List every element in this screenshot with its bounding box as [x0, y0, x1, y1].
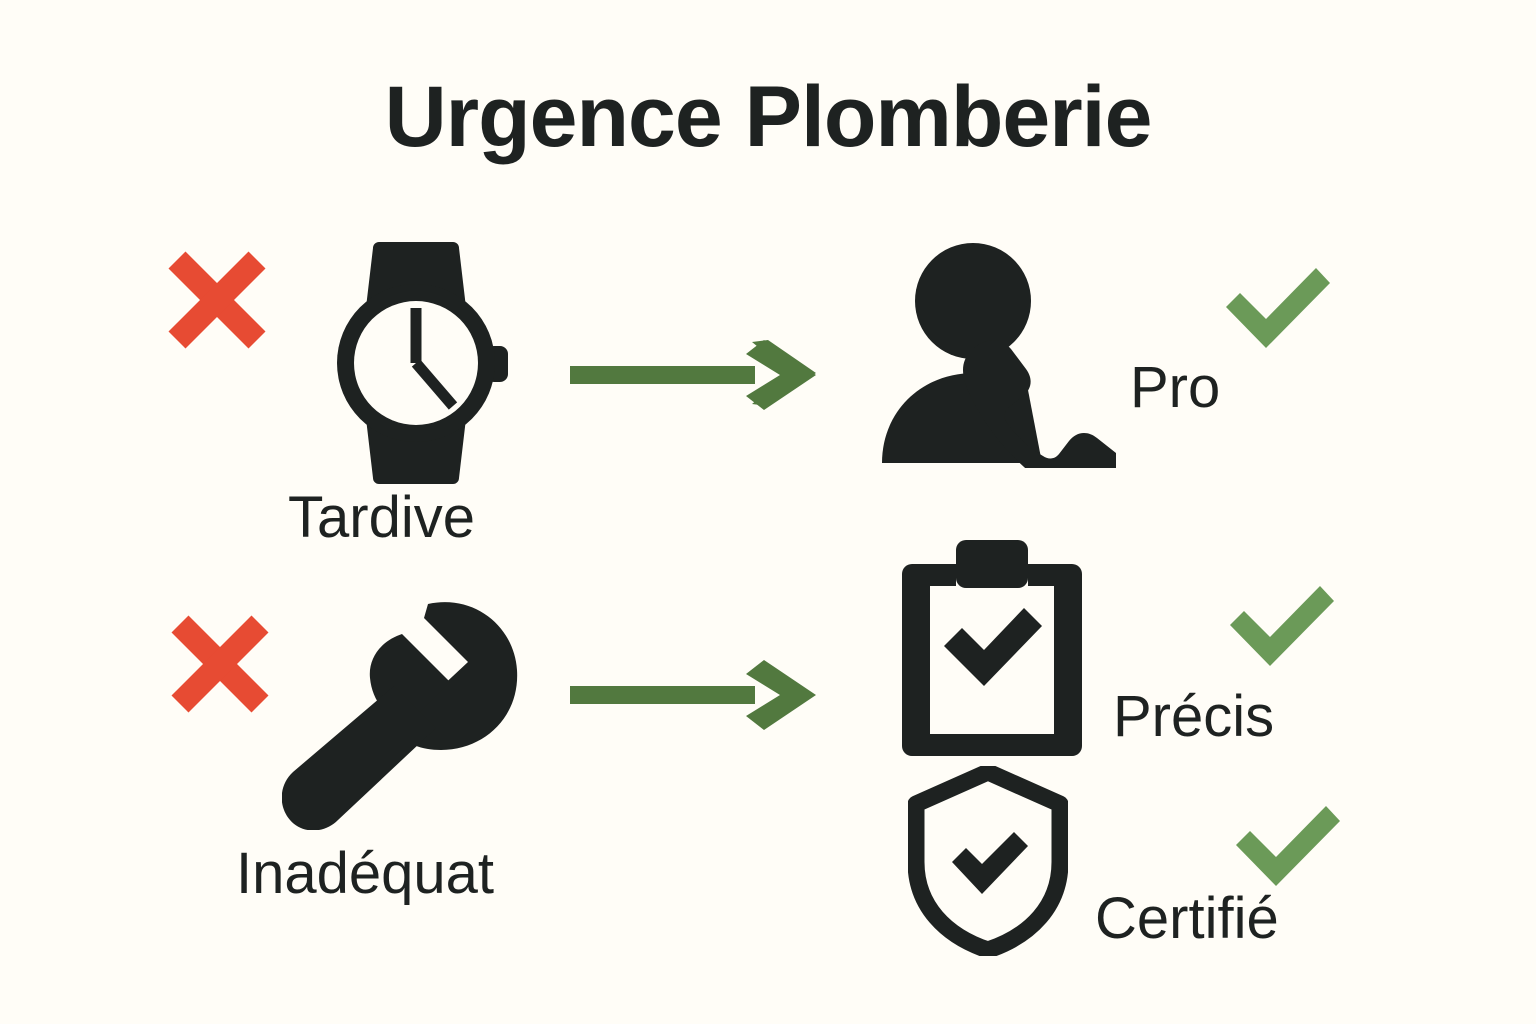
label-tardive: Tardive	[288, 485, 475, 550]
watch-icon	[318, 238, 514, 488]
label-certifie: Certifié	[1095, 886, 1279, 951]
label-inadequat: Inadéquat	[236, 841, 495, 906]
red-x-icon	[165, 248, 269, 352]
arrow-right-icon	[570, 340, 820, 410]
clipboard-check-icon	[894, 534, 1090, 756]
wrench-icon	[282, 600, 522, 830]
arrow-right-icon	[570, 660, 820, 730]
green-check-icon	[1218, 262, 1338, 354]
red-x-icon	[168, 612, 272, 716]
person-phone-icon	[866, 243, 1116, 468]
label-pro: Pro	[1130, 355, 1221, 420]
green-check-icon	[1228, 800, 1348, 892]
green-check-icon	[1222, 580, 1342, 672]
page-title: Urgence Plomberie	[384, 69, 1153, 165]
shield-check-icon	[908, 766, 1068, 956]
label-precis: Précis	[1113, 684, 1275, 749]
